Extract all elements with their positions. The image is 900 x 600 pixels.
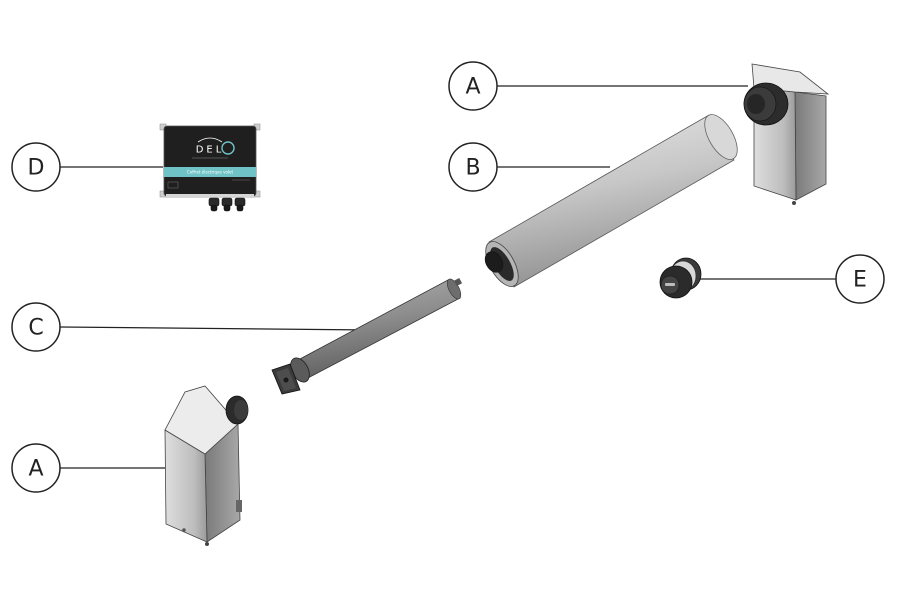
callout-a-bottom: A: [11, 443, 61, 493]
control-box-brand: DEL: [196, 145, 225, 156]
control-box-strip-text: Coffret électrique volet: [187, 170, 234, 175]
key-slot-icon: [665, 283, 675, 286]
leader-line-c: [59, 326, 373, 331]
callout-b-label: B: [465, 156, 480, 181]
callout-a-top: A: [448, 61, 498, 111]
callout-c: C: [11, 302, 61, 352]
callout-e-label: E: [853, 268, 867, 293]
winding-tube: [484, 114, 738, 288]
cable-glands: [208, 197, 246, 212]
tubular-motor: [271, 277, 463, 395]
control-box: DEL Coffret électrique volet: [159, 123, 261, 212]
end-housing-bottom: [164, 385, 249, 546]
callout-b: B: [448, 142, 498, 192]
callout-a-bottom-label: A: [28, 457, 43, 482]
callout-e: E: [835, 254, 885, 304]
leader-lines: [59, 85, 836, 469]
callout-a-top-label: A: [465, 75, 480, 100]
control-box-accent-strip: [164, 167, 256, 177]
callout-d: D: [11, 142, 61, 192]
end-housing-top: [743, 63, 830, 205]
key-switch: [659, 257, 702, 299]
callout-d-label: D: [28, 156, 45, 181]
callout-c-label: C: [28, 316, 43, 341]
